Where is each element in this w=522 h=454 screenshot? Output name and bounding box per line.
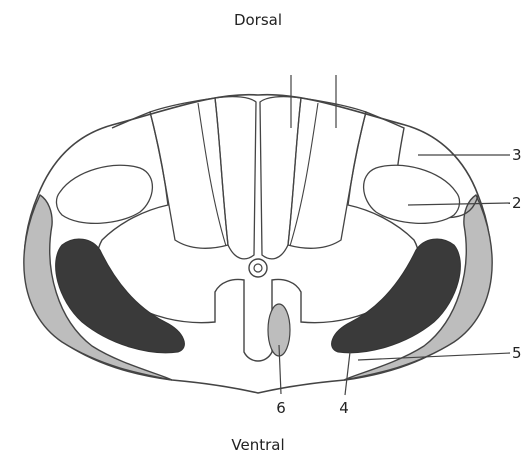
callout-5: 5 bbox=[512, 344, 522, 362]
dorsal-label: Dorsal bbox=[234, 11, 282, 29]
callout-2: 2 bbox=[512, 194, 522, 212]
ventral-label: Ventral bbox=[231, 436, 284, 454]
callout-6: 6 bbox=[276, 399, 286, 417]
callout-4: 4 bbox=[339, 399, 349, 417]
callout-3: 3 bbox=[512, 146, 522, 164]
central-canal-inner bbox=[254, 264, 262, 272]
